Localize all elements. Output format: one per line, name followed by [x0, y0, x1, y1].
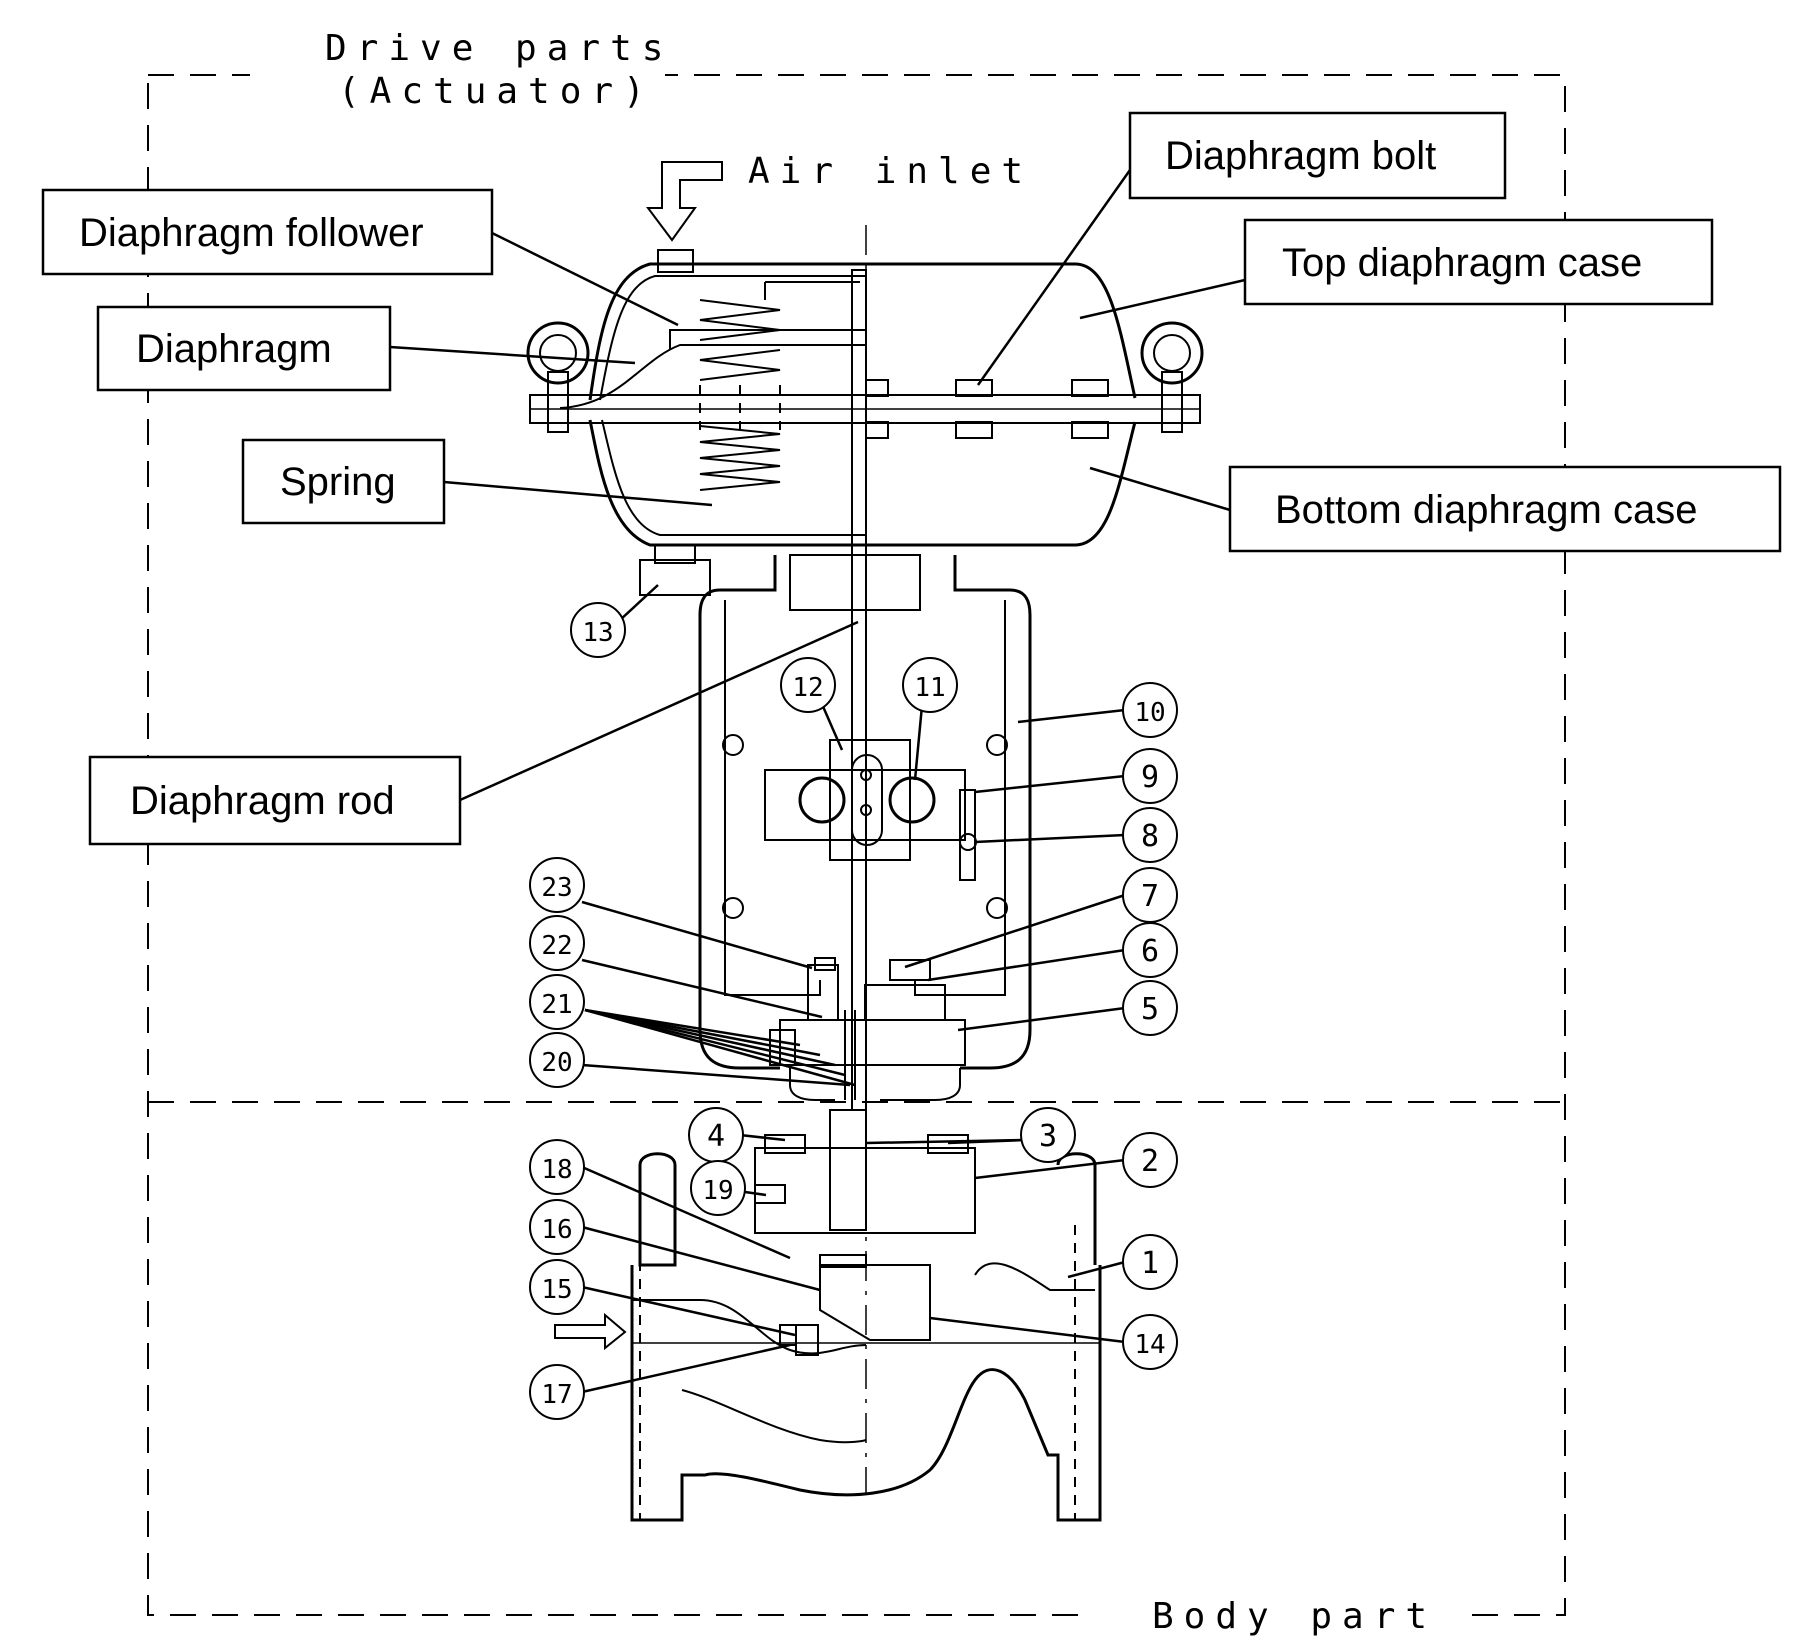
- label-leaders: [389, 169, 1246, 802]
- svg-text:6: 6: [1141, 934, 1159, 969]
- svg-text:19: 19: [702, 1176, 733, 1206]
- label-top-diaphragm-case: Top diaphragm case: [1243, 218, 1714, 306]
- part-bubble-11: 11: [902, 657, 958, 713]
- svg-text:20: 20: [541, 1048, 572, 1078]
- svg-text:11: 11: [914, 673, 945, 703]
- svg-text:1: 1: [1141, 1246, 1159, 1281]
- part-bubble-3: 3: [1020, 1107, 1076, 1163]
- part-bubble-12: 12: [780, 657, 836, 713]
- part-bubble-2: 2: [1122, 1132, 1178, 1188]
- part-bubble-7: 7: [1122, 867, 1178, 923]
- part-bubble-14: 14: [1122, 1314, 1178, 1370]
- svg-text:12: 12: [792, 673, 823, 703]
- part-bubble-1: 1: [1122, 1234, 1178, 1290]
- svg-text:21: 21: [541, 990, 572, 1020]
- label-diaphragm: Diaphragm: [96, 305, 392, 392]
- svg-text:23: 23: [541, 873, 572, 903]
- svg-text:8: 8: [1141, 819, 1159, 854]
- svg-text:Diaphragm bolt: Diaphragm bolt: [1165, 134, 1436, 178]
- part-bubble-22: 22: [529, 915, 585, 971]
- svg-text:3: 3: [1039, 1119, 1057, 1154]
- part-bubble-18: 18: [529, 1139, 585, 1195]
- part-bubble-5: 5: [1122, 980, 1178, 1036]
- air-inlet-arrow: [646, 161, 723, 242]
- part-bubble-6: 6: [1122, 922, 1178, 978]
- svg-text:22: 22: [541, 931, 572, 961]
- svg-text:Bottom diaphragm case: Bottom diaphragm case: [1275, 488, 1697, 532]
- zone-boundaries: [147, 30, 1566, 1640]
- label-bottom-diaphragm-case: Bottom diaphragm case: [1228, 465, 1782, 553]
- svg-text:2: 2: [1141, 1144, 1159, 1179]
- body-part-label: Body part: [1152, 1596, 1437, 1637]
- part-bubble-21: 21: [529, 974, 585, 1030]
- label-diaphragm-follower: Diaphragm follower: [41, 188, 494, 276]
- part-bubble-17: 17: [529, 1364, 585, 1420]
- svg-text:17: 17: [541, 1380, 572, 1410]
- label-diaphragm-rod: Diaphragm rod: [88, 755, 462, 846]
- svg-text:18: 18: [541, 1155, 572, 1185]
- svg-text:7: 7: [1141, 879, 1159, 914]
- svg-text:13: 13: [582, 618, 613, 648]
- label-spring: Spring: [241, 438, 446, 525]
- number-leaders: [581, 584, 1126, 1394]
- svg-text:Top diaphragm case: Top diaphragm case: [1282, 241, 1642, 285]
- part-bubble-4: 4: [688, 1107, 744, 1163]
- part-bubble-23: 23: [529, 857, 585, 913]
- svg-text:15: 15: [541, 1275, 572, 1305]
- part-bubble-10: 10: [1122, 682, 1178, 738]
- actuator-label: (Actuator): [338, 71, 655, 112]
- air-inlet-label: Air inlet: [748, 151, 1033, 192]
- part-bubble-13: 13: [570, 602, 626, 658]
- svg-text:Spring: Spring: [280, 460, 396, 504]
- valve-body-drawing: [554, 1109, 1102, 1522]
- svg-text:Diaphragm: Diaphragm: [136, 327, 332, 371]
- part-bubble-16: 16: [529, 1199, 585, 1255]
- svg-text:9: 9: [1141, 760, 1159, 795]
- actuator-drawing: [526, 249, 1204, 1111]
- part-bubble-8: 8: [1122, 807, 1178, 863]
- svg-text:10: 10: [1134, 698, 1165, 728]
- svg-text:16: 16: [541, 1215, 572, 1245]
- svg-text:14: 14: [1134, 1330, 1165, 1360]
- part-bubble-9: 9: [1122, 748, 1178, 804]
- svg-text:4: 4: [707, 1119, 725, 1154]
- svg-text:5: 5: [1141, 992, 1159, 1027]
- label-diaphragm-bolt: Diaphragm bolt: [1128, 111, 1507, 200]
- part-bubble-15: 15: [529, 1259, 585, 1315]
- part-bubble-20: 20: [529, 1032, 585, 1088]
- svg-text:Diaphragm rod: Diaphragm rod: [130, 779, 395, 823]
- part-bubble-19: 19: [690, 1160, 746, 1216]
- svg-text:Diaphragm follower: Diaphragm follower: [79, 211, 424, 255]
- drive-parts-label: Drive parts: [325, 28, 673, 69]
